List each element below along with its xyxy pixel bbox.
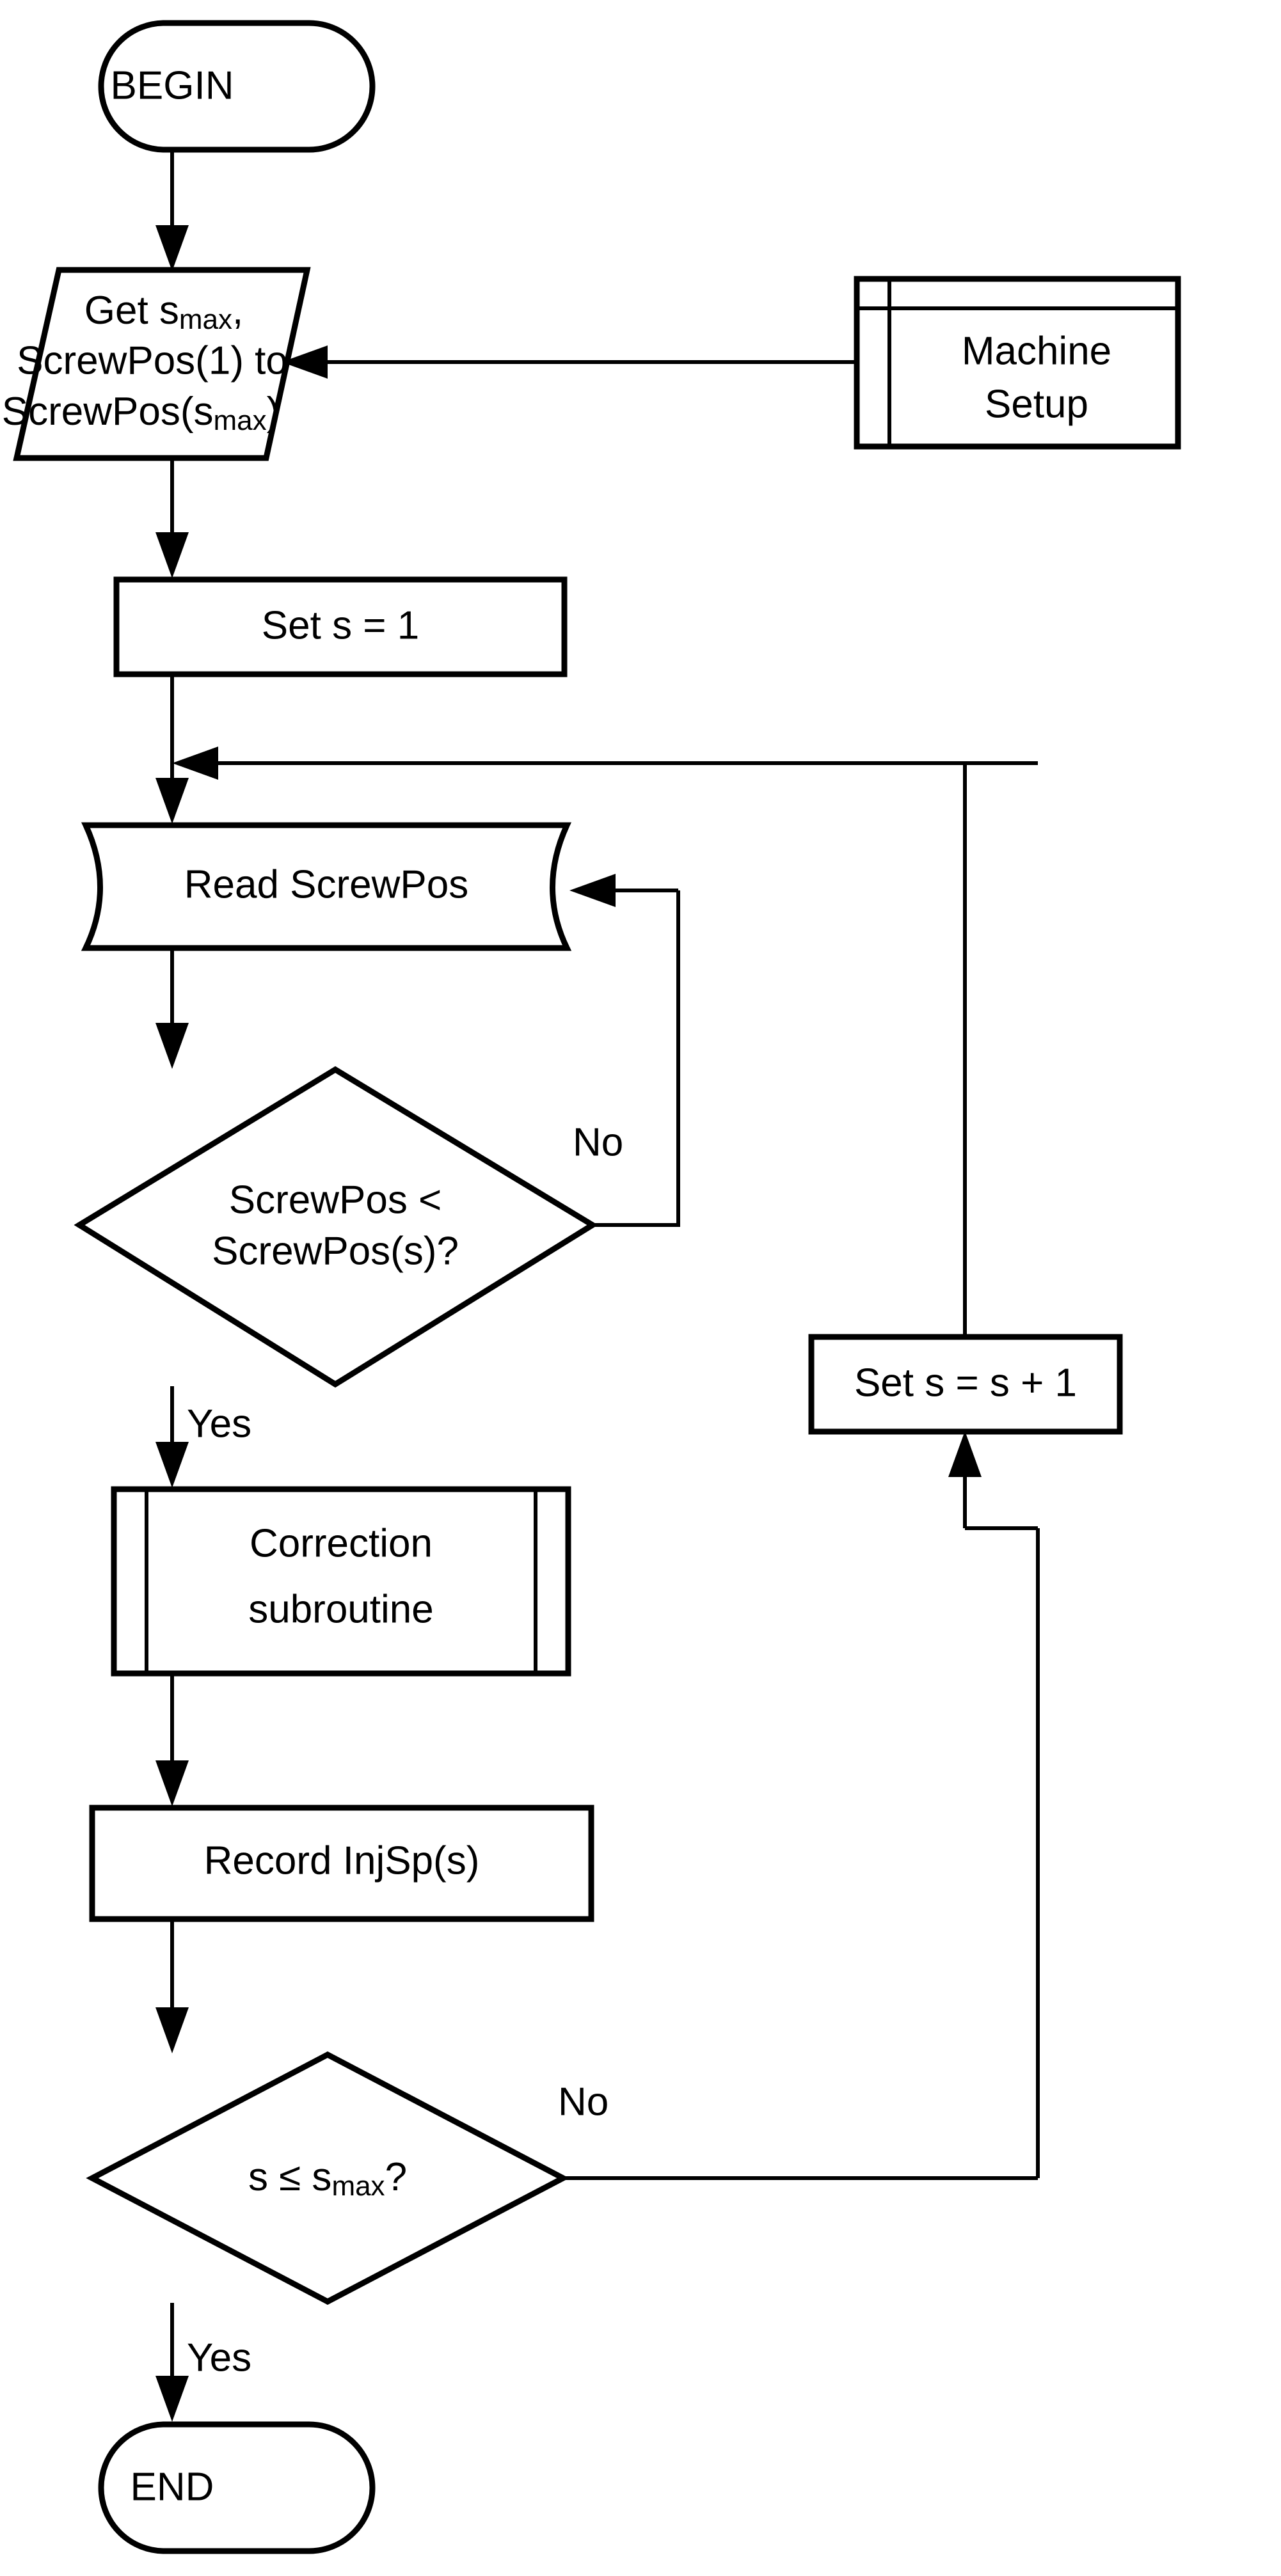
node-set-s-inc[interactable]: Set s = s + 1 [808,1334,1123,1435]
node-correction-line2: subroutine [248,1587,434,1631]
node-set-s-1-label: Set s = 1 [262,603,419,647]
edge-read-screwpos-to-decision-screwpos [155,951,189,1069]
node-machine-setup[interactable]: Machine Setup [854,276,1181,450]
node-get-inputs-line2: ScrewPos(1) to [17,338,288,383]
node-end-label: END [131,2465,214,2509]
node-machine-setup-line1: Machine [962,329,1111,373]
node-correction-line1: Correction [250,1521,433,1565]
node-decision-screwpos-line2: ScrewPos(s)? [212,1229,459,1273]
node-get-inputs[interactable]: Get smax, ScrewPos(1) to ScrewPos(smax) [2,267,311,461]
node-decision-smax[interactable]: s ≤ smax? [86,2051,569,2305]
edge-machine-setup-to-get-inputs [282,345,854,379]
edge-decision-smax-yes [155,2303,189,2422]
node-decision-screwpos[interactable]: ScrewPos < ScrewPos(s)? [74,1066,598,1388]
node-decision-screwpos-line1: ScrewPos < [229,1178,442,1222]
node-end[interactable]: END [98,2421,376,2554]
edge-correction-to-record [155,1676,189,1806]
node-read-screwpos-label: Read ScrewPos [184,862,469,906]
edge-begin-to-get-inputs [155,150,189,271]
node-record-injsp-label: Record InjSp(s) [204,1838,480,1883]
edge-label-decision-smax-yes: Yes [187,2335,251,2380]
node-machine-setup-line2: Setup [985,382,1088,426]
edge-decision-screwpos-no-loop [569,874,680,1227]
edge-get-inputs-to-set-s-1 [155,459,189,578]
node-read-screwpos[interactable]: Read ScrewPos [81,822,572,951]
node-get-inputs-line3: ScrewPos(smax) [2,390,280,436]
node-set-s-1[interactable]: Set s = 1 [113,576,568,677]
edge-record-to-decision-smax [155,1920,189,2053]
edge-label-decision-screwpos-no: No [573,1120,623,1164]
node-decision-smax-label: s ≤ smax? [248,2155,407,2201]
node-begin-label: BEGIN [111,63,234,107]
node-set-s-inc-label: Set s = s + 1 [854,1361,1077,1405]
edge-set-s-inc-to-read-screwpos-loop [172,747,1038,1334]
edge-decision-screwpos-yes [155,1386,189,1488]
node-record-injsp[interactable]: Record InjSp(s) [89,1805,594,1922]
edge-set-s-1-to-read-screwpos [155,675,189,824]
edge-label-decision-screwpos-yes: Yes [187,1402,251,1446]
node-begin[interactable]: BEGIN [98,20,376,153]
node-correction-subroutine[interactable]: Correction subroutine [111,1486,571,1677]
node-get-inputs-line1: Get smax, [84,288,244,335]
edge-decision-smax-no-loop [564,1431,1040,2180]
edge-label-decision-smax-no: No [558,2080,609,2124]
